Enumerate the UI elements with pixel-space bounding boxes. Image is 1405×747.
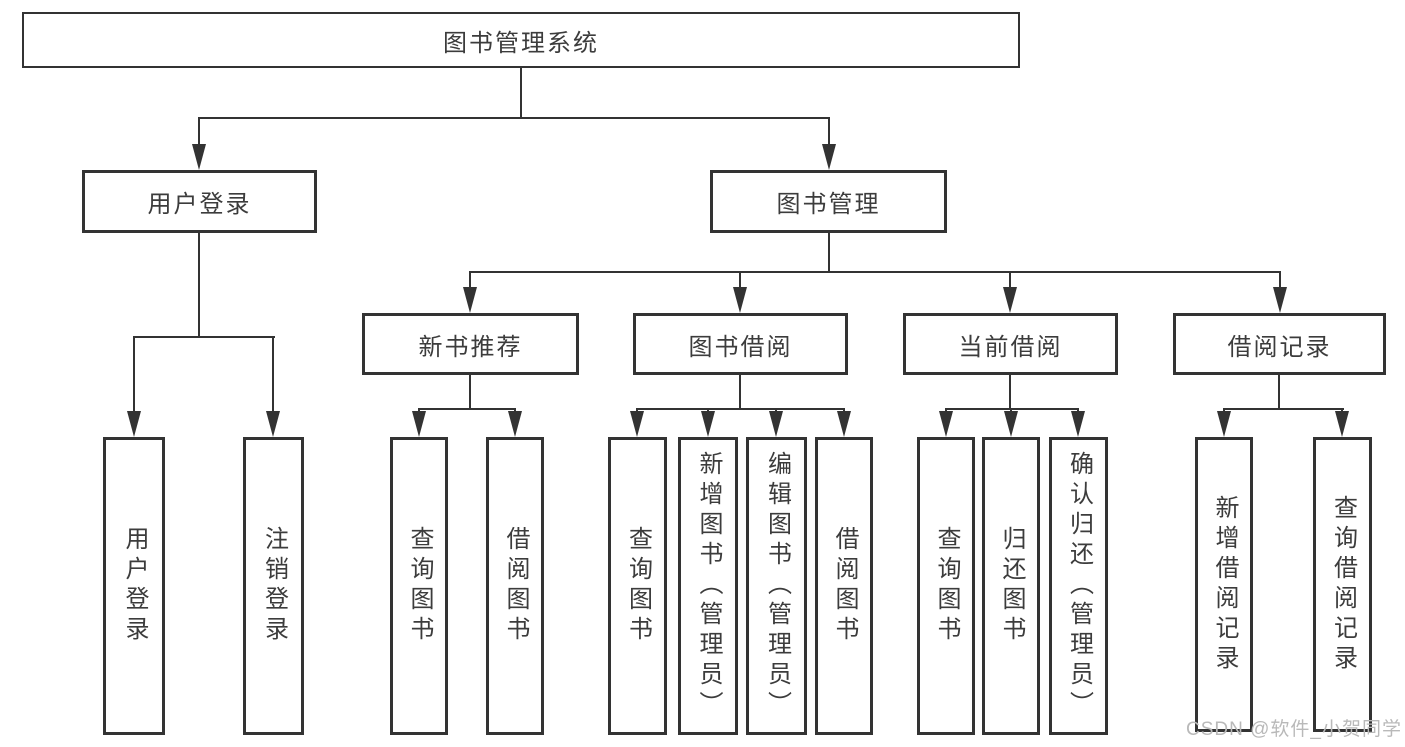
connector-line bbox=[636, 408, 845, 410]
arrowhead-icon bbox=[1071, 411, 1085, 437]
arrowhead-icon bbox=[733, 287, 747, 313]
arrowhead-icon bbox=[463, 287, 477, 313]
arrowhead-icon bbox=[1004, 411, 1018, 437]
leaf-record-add-record: 新增借阅记录 bbox=[1195, 437, 1253, 732]
connector-line bbox=[1278, 375, 1280, 410]
connector-line bbox=[272, 336, 274, 413]
connector-line bbox=[739, 375, 741, 410]
connector-line bbox=[1223, 408, 1344, 410]
connector-line bbox=[828, 117, 830, 146]
arrowhead-icon bbox=[1217, 411, 1231, 437]
leaf-current-confirm-return: 确认归还（管理员） bbox=[1049, 437, 1108, 735]
leaf-borrow-add-book: 新增图书（管理员） bbox=[678, 437, 738, 735]
node-user-login-branch: 用户登录 bbox=[82, 170, 317, 233]
leaf-borrow-edit-book: 编辑图书（管理员） bbox=[746, 437, 807, 735]
leaf-rec-borrow-book: 借阅图书 bbox=[486, 437, 544, 735]
connector-line bbox=[520, 68, 522, 118]
arrowhead-icon bbox=[1273, 287, 1287, 313]
leaf-current-query-book: 查询图书 bbox=[917, 437, 975, 735]
connector-line bbox=[198, 233, 200, 338]
connector-line bbox=[418, 408, 516, 410]
connector-line bbox=[469, 375, 471, 410]
arrowhead-icon bbox=[837, 411, 851, 437]
node-book-borrow: 图书借阅 bbox=[633, 313, 848, 375]
leaf-record-query-record: 查询借阅记录 bbox=[1313, 437, 1372, 732]
arrowhead-icon bbox=[630, 411, 644, 437]
connector-line bbox=[828, 233, 830, 273]
connector-line bbox=[945, 408, 1079, 410]
leaf-logout: 注销登录 bbox=[243, 437, 304, 735]
node-new-book-rec: 新书推荐 bbox=[362, 313, 579, 375]
leaf-borrow-query-book: 查询图书 bbox=[608, 437, 667, 735]
arrowhead-icon bbox=[192, 144, 206, 170]
arrowhead-icon bbox=[508, 411, 522, 437]
leaf-user-login: 用户登录 bbox=[103, 437, 165, 735]
arrowhead-icon bbox=[1335, 411, 1349, 437]
leaf-rec-query-book: 查询图书 bbox=[390, 437, 448, 735]
arrowhead-icon bbox=[822, 144, 836, 170]
node-current-borrow: 当前借阅 bbox=[903, 313, 1118, 375]
connector-line bbox=[1279, 271, 1281, 289]
arrowhead-icon bbox=[769, 411, 783, 437]
node-book-mgmt-branch: 图书管理 bbox=[710, 170, 947, 233]
leaf-current-return-book: 归还图书 bbox=[982, 437, 1040, 735]
connector-line bbox=[133, 336, 275, 338]
node-borrow-record: 借阅记录 bbox=[1173, 313, 1386, 375]
arrowhead-icon bbox=[701, 411, 715, 437]
watermark: CSDN @软件_小贺同学 bbox=[1186, 719, 1402, 740]
arrowhead-icon bbox=[127, 411, 141, 437]
arrowhead-icon bbox=[1003, 287, 1017, 313]
arrowhead-icon bbox=[266, 411, 280, 437]
connector-line bbox=[739, 271, 741, 289]
arrowhead-icon bbox=[412, 411, 426, 437]
arrowhead-icon bbox=[939, 411, 953, 437]
connector-line bbox=[1009, 271, 1011, 289]
node-root: 图书管理系统 bbox=[22, 12, 1020, 68]
connector-line bbox=[469, 271, 1281, 273]
connector-line bbox=[1009, 375, 1011, 410]
connector-line bbox=[133, 336, 135, 413]
connector-line bbox=[198, 117, 830, 119]
connector-line bbox=[198, 117, 200, 146]
connector-line bbox=[469, 271, 471, 289]
leaf-borrow-borrow-book: 借阅图书 bbox=[815, 437, 873, 735]
